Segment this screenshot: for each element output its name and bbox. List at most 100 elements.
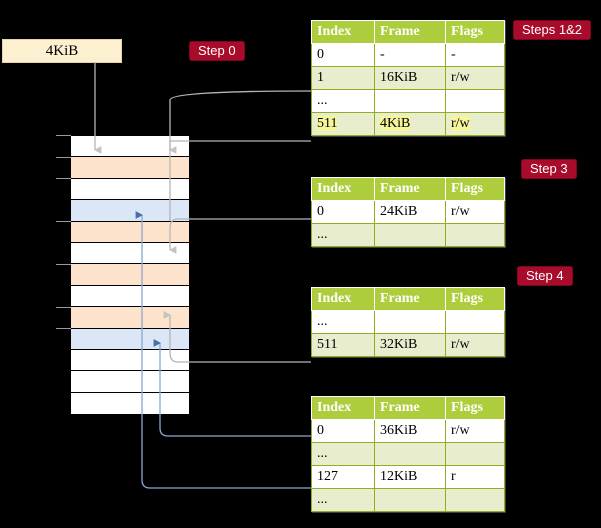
- memory-frame: [71, 264, 189, 286]
- table-row: ...: [311, 223, 505, 247]
- memory-frame: [71, 157, 189, 179]
- column-header-flags: Flags: [445, 177, 505, 201]
- cell-frame: [374, 488, 446, 512]
- cell-flags: r/w: [445, 66, 505, 90]
- page-table-pdpt: Index Frame Flags 0 24KiB r/w ...: [311, 177, 505, 247]
- memory-tick: [56, 221, 71, 222]
- table-row: 511 32KiB r/w: [311, 333, 505, 357]
- cell-index: 0: [311, 419, 375, 443]
- memory-tick: [56, 157, 71, 158]
- source-frame-box: 4KiB: [2, 39, 122, 63]
- cell-index: 0: [311, 43, 375, 67]
- cell-frame: [374, 310, 446, 334]
- memory-frame: [71, 328, 189, 350]
- cell-frame: -: [374, 43, 446, 67]
- column-header-flags: Flags: [445, 396, 505, 420]
- cell-flags: [445, 89, 505, 113]
- cell-flags: [445, 442, 505, 466]
- cell-flags: -: [445, 43, 505, 67]
- badge-step-3: Step 3: [521, 159, 577, 179]
- column-header-frame: Frame: [374, 287, 446, 311]
- memory-frame: [71, 200, 189, 222]
- cell-index: ...: [311, 89, 375, 113]
- cell-index: 511: [311, 112, 375, 136]
- cell-flags-text: r/w: [451, 116, 470, 132]
- cell-index-text: 511: [317, 116, 338, 132]
- cell-index: 127: [311, 465, 375, 489]
- column-header-index: Index: [311, 396, 375, 420]
- table-row: 0 36KiB r/w: [311, 419, 505, 443]
- cell-flags: r/w: [445, 200, 505, 224]
- table-header-row: Index Frame Flags: [311, 396, 505, 420]
- cell-frame: [374, 223, 446, 247]
- memory-frame: [71, 392, 189, 415]
- cell-frame-text: 4KiB: [380, 116, 411, 132]
- badge-step-4: Step 4: [517, 266, 573, 286]
- cell-flags: r/w: [445, 333, 505, 357]
- table-row: ...: [311, 488, 505, 512]
- memory-frame: [71, 371, 189, 393]
- column-header-flags: Flags: [445, 287, 505, 311]
- memory-tick: [56, 135, 71, 136]
- cell-frame: 16KiB: [374, 66, 446, 90]
- memory-frame: [71, 285, 189, 308]
- memory-frame: [71, 349, 189, 372]
- table-row: 1 16KiB r/w: [311, 66, 505, 90]
- cell-frame: [374, 442, 446, 466]
- cell-index: 0: [311, 200, 375, 224]
- page-table-pml4: Index Frame Flags 0 - - 1 16KiB r/w ... …: [311, 20, 505, 136]
- column-header-frame: Frame: [374, 20, 446, 44]
- cell-flags: r: [445, 465, 505, 489]
- wire-pdpt-0-to-memory: [168, 218, 311, 254]
- cell-frame: 32KiB: [374, 333, 446, 357]
- column-header-frame: Frame: [374, 177, 446, 201]
- table-header-row: Index Frame Flags: [311, 20, 505, 44]
- cell-flags: [445, 223, 505, 247]
- memory-frame: [71, 178, 189, 201]
- badge-steps-1-2: Steps 1&2: [513, 20, 591, 40]
- cell-index: ...: [311, 310, 375, 334]
- table-row: 0 24KiB r/w: [311, 200, 505, 224]
- page-table-pt: Index Frame Flags 0 36KiB r/w ... 127 12…: [311, 396, 505, 512]
- column-header-index: Index: [311, 20, 375, 44]
- memory-frame: [71, 136, 189, 158]
- table-row: 0 - -: [311, 43, 505, 67]
- wire-pd-511-to-memory: [163, 311, 311, 363]
- cell-flags: r/w: [445, 419, 505, 443]
- column-header-flags: Flags: [445, 20, 505, 44]
- wire-pml4-511-to-memory: [168, 140, 311, 154]
- memory-tick: [56, 307, 71, 308]
- memory-tick: [56, 178, 71, 179]
- table-row: ...: [311, 89, 505, 113]
- memory-tick: [56, 264, 71, 265]
- cell-index: ...: [311, 223, 375, 247]
- cell-flags: [445, 310, 505, 334]
- table-header-row: Index Frame Flags: [311, 177, 505, 201]
- table-row-highlighted: 511 4KiB r/w: [311, 112, 505, 136]
- cell-frame: [374, 89, 446, 113]
- cell-frame: 12KiB: [374, 465, 446, 489]
- memory-frame: [71, 242, 189, 265]
- column-header-frame: Frame: [374, 396, 446, 420]
- table-row: ...: [311, 442, 505, 466]
- cell-flags: r/w: [445, 112, 505, 136]
- cell-index: 511: [311, 333, 375, 357]
- cell-flags: [445, 488, 505, 512]
- cell-index: ...: [311, 442, 375, 466]
- memory-frame: [71, 221, 189, 243]
- cell-frame: 4KiB: [374, 112, 446, 136]
- memory-frame: [71, 307, 189, 329]
- column-header-index: Index: [311, 177, 375, 201]
- page-table-pd: Index Frame Flags ... 511 32KiB r/w: [311, 287, 505, 357]
- table-row: 127 12KiB r: [311, 465, 505, 489]
- table-header-row: Index Frame Flags: [311, 287, 505, 311]
- column-header-index: Index: [311, 287, 375, 311]
- cell-frame: 36KiB: [374, 419, 446, 443]
- cell-frame: 24KiB: [374, 200, 446, 224]
- physical-memory-column: [70, 135, 190, 415]
- cell-index: ...: [311, 488, 375, 512]
- badge-step-0: Step 0: [189, 41, 245, 61]
- table-row: ...: [311, 310, 505, 334]
- memory-tick: [56, 328, 71, 329]
- cell-index: 1: [311, 66, 375, 90]
